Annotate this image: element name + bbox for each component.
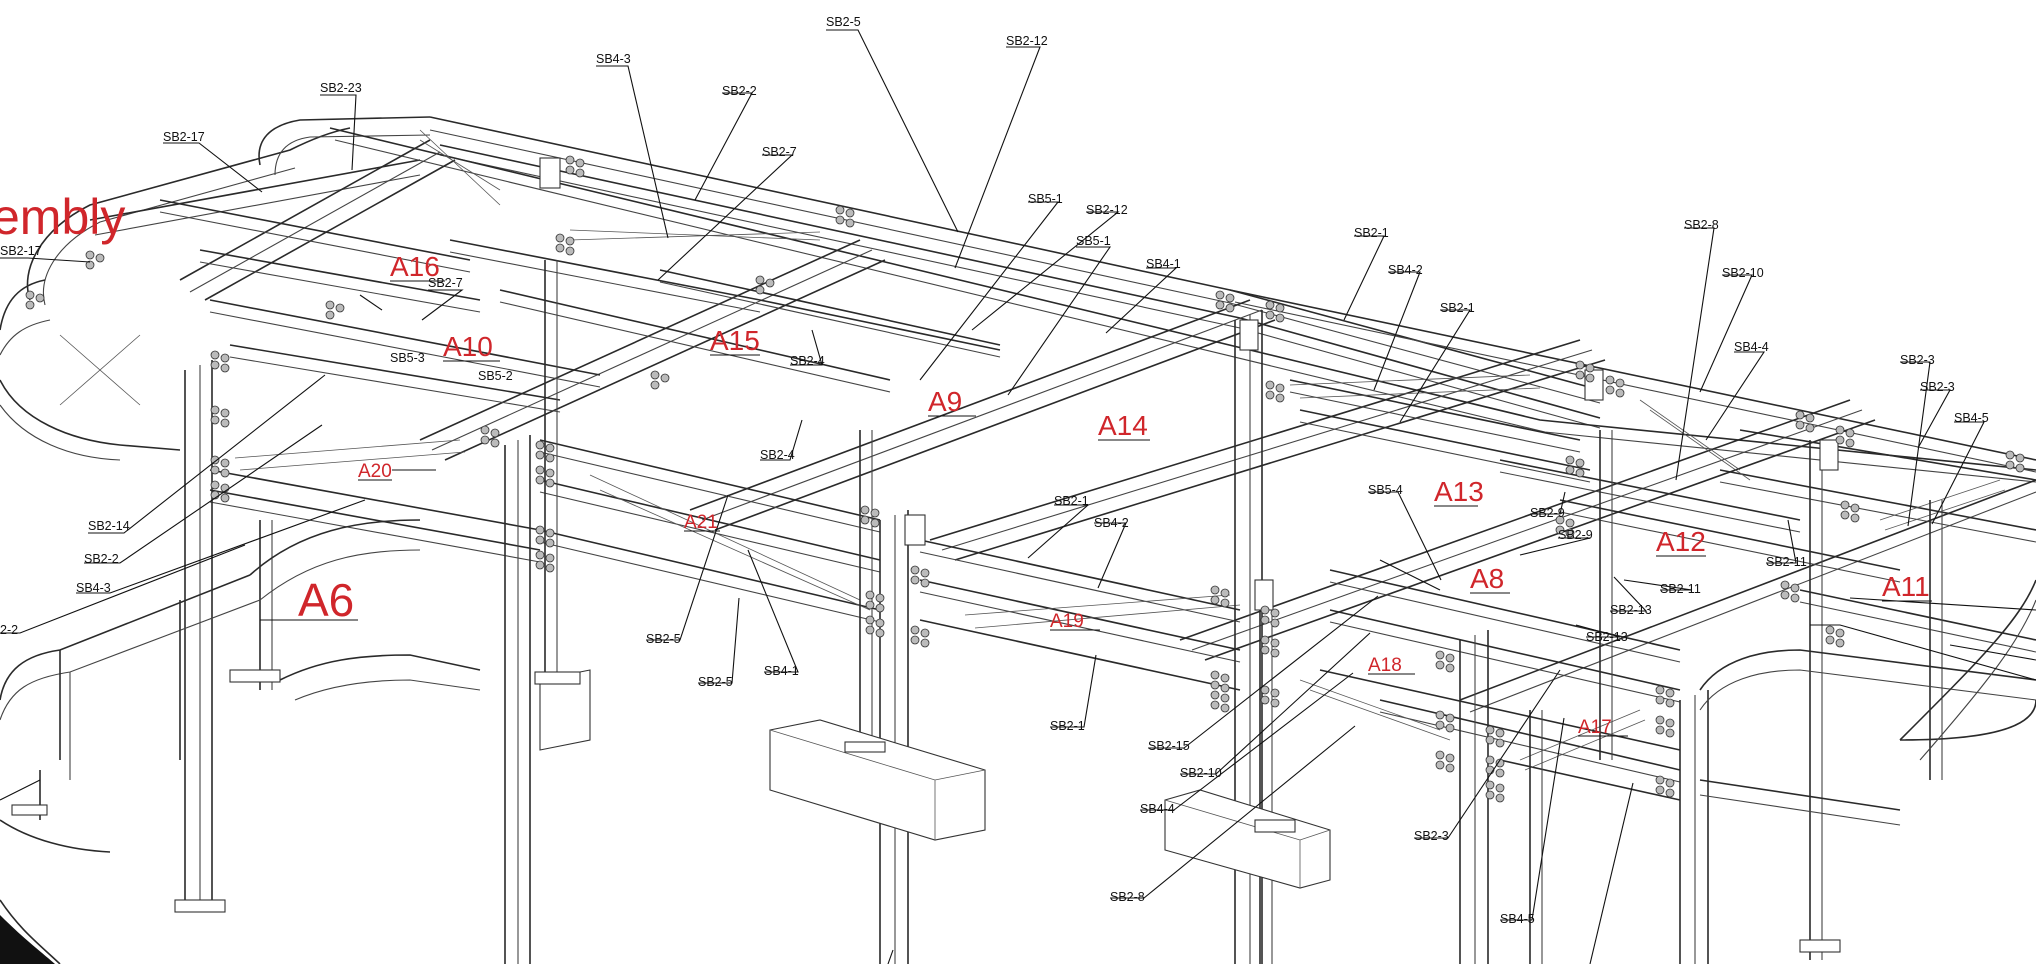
assembly-label: A16 bbox=[390, 251, 440, 282]
part-label: SB2-1 bbox=[1054, 494, 1089, 508]
assembly-label: A19 bbox=[1050, 611, 1084, 632]
part-label: 2-2 bbox=[0, 623, 18, 637]
assembly-label: A10 bbox=[443, 331, 493, 362]
part-label: SB2-5 bbox=[826, 15, 861, 29]
assembly-label: A12 bbox=[1656, 526, 1706, 557]
part-label: SB2-13 bbox=[1610, 603, 1652, 617]
part-label: SB2-14 bbox=[88, 519, 130, 533]
connection-plates bbox=[11, 157, 1841, 953]
part-label: SB2-12 bbox=[1086, 203, 1128, 217]
part-label: SB4-5 bbox=[1500, 912, 1535, 926]
part-label: SB2-15 bbox=[1148, 739, 1190, 753]
part-label: SB2-1 bbox=[1050, 719, 1085, 733]
part-label: SB2-4 bbox=[760, 448, 795, 462]
part-label: SB2-1 bbox=[1354, 226, 1389, 240]
part-label: SB2-2 bbox=[722, 84, 757, 98]
assembly-label: A20 bbox=[358, 461, 392, 482]
part-label: SB2-7 bbox=[762, 145, 797, 159]
part-label: SB4-3 bbox=[596, 52, 631, 66]
assembly-label: A18 bbox=[1368, 655, 1402, 676]
part-label: SB2-10 bbox=[1180, 766, 1222, 780]
assembly-label: A8 bbox=[1470, 563, 1504, 594]
part-label: SB2-2 bbox=[84, 552, 119, 566]
part-label: SB2-17 bbox=[0, 244, 42, 258]
part-label: SB5-2 bbox=[478, 369, 513, 383]
part-label: SB5-1 bbox=[1028, 192, 1063, 206]
title-fragment: embly bbox=[0, 189, 125, 245]
bolt-clusters bbox=[25, 155, 2025, 803]
assembly-labels: embly A6 A8 A9 A10 A11 A12 A13 A14 A15 A… bbox=[0, 189, 1930, 738]
part-label: SB2-3 bbox=[1920, 380, 1955, 394]
part-label: SB2-9 bbox=[1558, 528, 1593, 542]
part-label: SB5-4 bbox=[1368, 483, 1403, 497]
part-label: SB2-17 bbox=[163, 130, 205, 144]
part-label: SB2-13 bbox=[1586, 630, 1628, 644]
part-label: SB4-1 bbox=[764, 664, 799, 678]
part-label: SB2-23 bbox=[320, 81, 362, 95]
part-label: SB2-3 bbox=[1900, 353, 1935, 367]
part-label: SB4-4 bbox=[1140, 802, 1175, 816]
assembly-label: A21 bbox=[684, 512, 718, 533]
part-label: SB2-3 bbox=[1414, 829, 1449, 843]
assembly-label: A13 bbox=[1434, 476, 1484, 507]
part-label: SB5-3 bbox=[390, 351, 425, 365]
part-label: SB5-1 bbox=[1076, 234, 1111, 248]
assembly-label: A14 bbox=[1098, 410, 1148, 441]
part-labels: SB2-5 SB2-12 SB4-3 SB2-2 SB2-23 SB2-7 SB… bbox=[0, 15, 1989, 926]
part-label: SB4-4 bbox=[1734, 340, 1769, 354]
assembly-label: A17 bbox=[1578, 717, 1612, 738]
part-label: SB2-7 bbox=[428, 276, 463, 290]
part-label: SB4-5 bbox=[1954, 411, 1989, 425]
part-label: SB2-1 bbox=[1440, 301, 1475, 315]
part-label: SB4-1 bbox=[1146, 257, 1181, 271]
part-label: SB2-11 bbox=[1766, 555, 1807, 569]
part-label: SB2-10 bbox=[1722, 266, 1764, 280]
part-label: SB2-12 bbox=[1006, 34, 1048, 48]
part-label: SB2-8 bbox=[1684, 218, 1719, 232]
assembly-label: A6 bbox=[298, 574, 354, 626]
part-label: SB2-8 bbox=[1110, 890, 1145, 904]
assembly-label: A11 bbox=[1882, 571, 1930, 602]
part-label: SB4-2 bbox=[1094, 516, 1129, 530]
label-underlines bbox=[260, 280, 1932, 737]
part-label: SB2-4 bbox=[790, 354, 825, 368]
assembly-label: A15 bbox=[710, 325, 760, 356]
part-label: SB4-3 bbox=[76, 581, 111, 595]
part-label: SB4-2 bbox=[1388, 263, 1423, 277]
part-label: SB2-9 bbox=[1530, 506, 1565, 520]
structure-linework bbox=[0, 116, 2036, 964]
assembly-label: A9 bbox=[928, 386, 962, 417]
part-label: SB2-11 bbox=[1660, 582, 1701, 596]
leader-lines bbox=[0, 29, 2036, 964]
part-label: SB2-5 bbox=[646, 632, 681, 646]
part-label: SB2-5 bbox=[698, 675, 733, 689]
